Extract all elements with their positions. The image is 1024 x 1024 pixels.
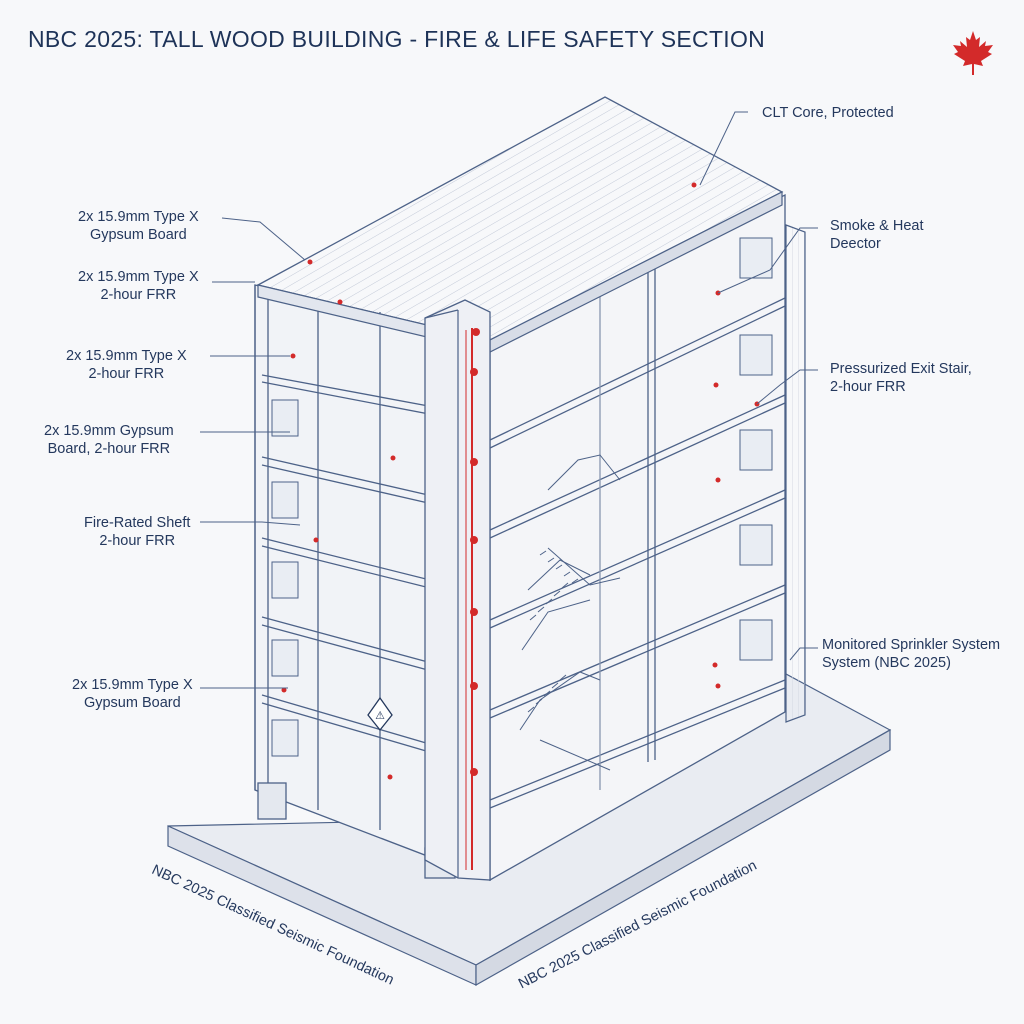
- exit-stair: [519, 454, 621, 771]
- smoke-detectors: [281, 182, 760, 780]
- label-clt-core: CLT Core, Protected: [762, 105, 894, 121]
- leader-lines: [200, 111, 818, 689]
- diagram-title: NBC 2025: TALL WOOD BUILDING - FIRE & LI…: [28, 26, 766, 52]
- sprinkler-riser: [465, 328, 480, 870]
- fire-rated-shaft: [424, 299, 491, 881]
- right-wall: [785, 224, 806, 723]
- warning-sign-icon: ⚠: [367, 696, 393, 732]
- label-pressurized-exit-stair: Pressurized Exit Stair,2-hour FRR: [830, 361, 972, 395]
- svg-text:⚠: ⚠: [375, 709, 385, 722]
- windows: [271, 237, 773, 757]
- maple-leaf-icon: [953, 31, 993, 75]
